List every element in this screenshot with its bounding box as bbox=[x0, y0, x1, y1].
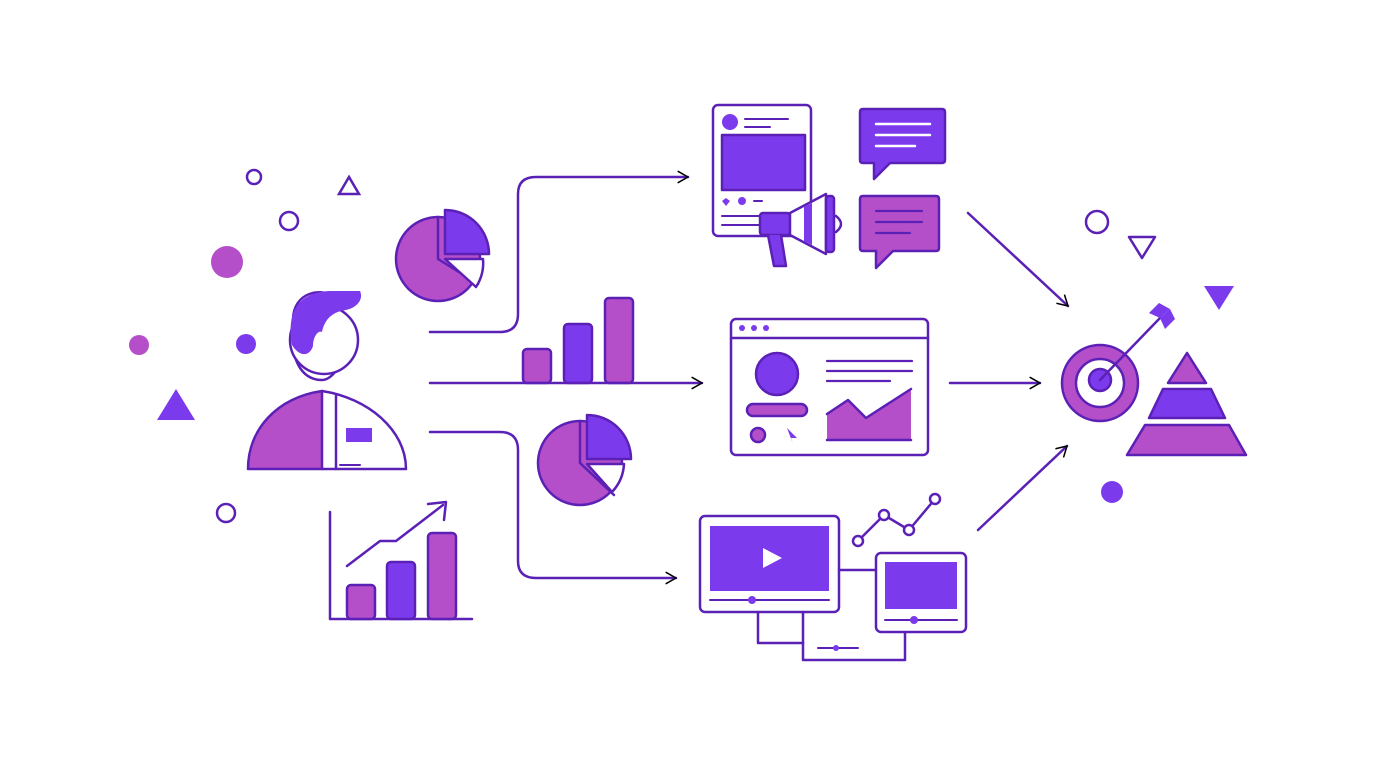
filled-triangle bbox=[157, 389, 195, 420]
arrow-icon bbox=[966, 211, 1070, 308]
pie-chart-icon bbox=[536, 413, 633, 507]
small-circle-outline bbox=[1084, 209, 1110, 235]
monitor-icon bbox=[874, 551, 968, 634]
filled-circle bbox=[236, 334, 256, 354]
filled-circle bbox=[1101, 481, 1123, 503]
pyramid-icon bbox=[1125, 351, 1248, 457]
filled-circle bbox=[129, 335, 149, 355]
pie-chart-icon bbox=[394, 208, 491, 303]
filled-triangle bbox=[1204, 286, 1234, 310]
arrow-icon bbox=[1098, 303, 1175, 382]
decorative-shapes bbox=[129, 168, 1234, 524]
arrow-icon bbox=[428, 170, 690, 334]
small-circle-outline bbox=[278, 210, 300, 232]
trend-line-icon bbox=[851, 492, 942, 548]
speech-bubble-icon bbox=[858, 107, 947, 181]
small-triangle-outline bbox=[1127, 235, 1157, 260]
video-player-icon bbox=[698, 514, 907, 662]
target-icon bbox=[1060, 343, 1140, 423]
arrow-icon bbox=[428, 430, 678, 585]
filled-circle bbox=[211, 246, 243, 278]
megaphone-icon bbox=[758, 192, 843, 268]
bar-chart-icon bbox=[521, 296, 635, 385]
small-triangle-outline bbox=[336, 174, 362, 196]
person-icon bbox=[246, 291, 408, 471]
growth-chart-icon bbox=[328, 500, 474, 621]
arrow-icon bbox=[976, 444, 1069, 532]
small-circle-outline bbox=[215, 502, 237, 524]
small-circle-outline bbox=[245, 168, 263, 186]
browser-window-icon bbox=[729, 317, 930, 457]
speech-bubble-icon bbox=[858, 194, 941, 270]
connector-lines bbox=[428, 170, 1070, 585]
